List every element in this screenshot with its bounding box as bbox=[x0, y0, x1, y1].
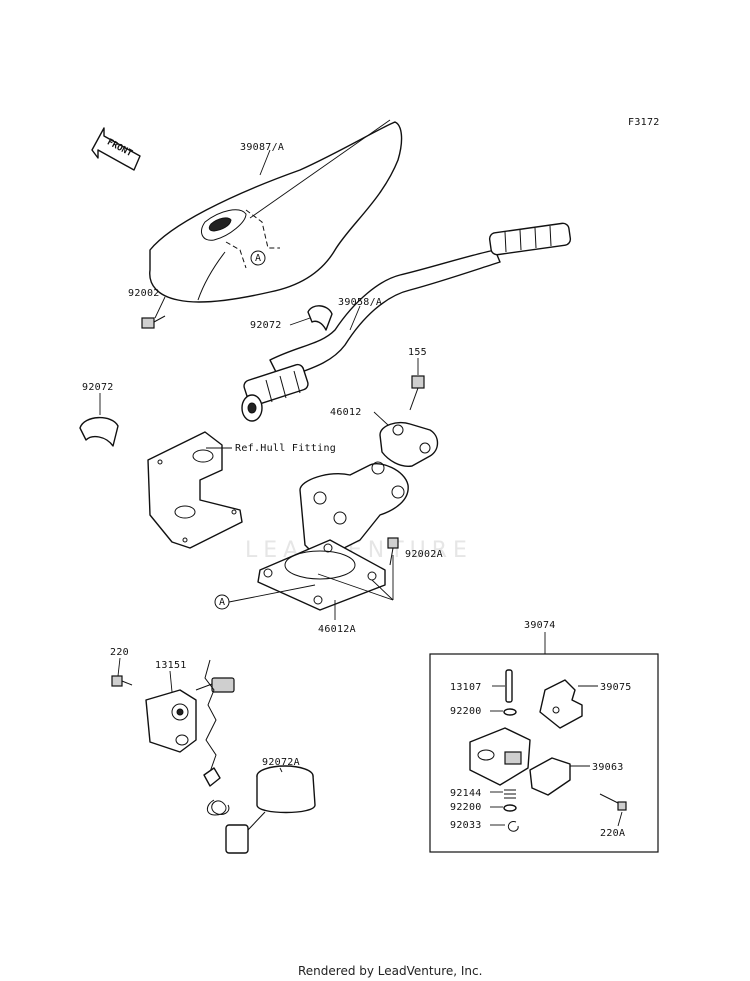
label-92033: 92033 bbox=[450, 820, 482, 831]
upper-clamp-46012 bbox=[379, 421, 439, 467]
spring-92144 bbox=[504, 789, 516, 799]
lanyard-cord bbox=[203, 659, 230, 816]
footer-credit: Rendered by LeadVenture, Inc. bbox=[298, 964, 482, 978]
label-92072-top: 92072 bbox=[250, 320, 282, 331]
steering-holder bbox=[257, 461, 409, 611]
label-155: 155 bbox=[408, 347, 427, 358]
bolt-92002 bbox=[141, 315, 166, 329]
label-39075: 39075 bbox=[600, 682, 632, 693]
label-39058a: 39058/A bbox=[338, 297, 382, 308]
handlebar bbox=[241, 222, 572, 422]
cover-39063 bbox=[529, 757, 571, 796]
label-92072a: 92072A bbox=[262, 757, 300, 768]
screw-220a bbox=[599, 793, 627, 811]
clamp-92072-top bbox=[307, 305, 333, 331]
clamp-92072a bbox=[225, 765, 316, 854]
label-220: 220 bbox=[110, 647, 129, 658]
label-ref-hull: Ref.Hull Fitting bbox=[235, 443, 336, 454]
label-92072-left: 92072 bbox=[82, 382, 114, 393]
label-46012a: 46012A bbox=[318, 624, 356, 635]
pin-13107 bbox=[505, 669, 513, 703]
bolt-220 bbox=[111, 675, 133, 687]
washer-92200-a bbox=[503, 708, 517, 716]
bolt-92002a bbox=[387, 537, 399, 566]
label-39063: 39063 bbox=[592, 762, 624, 773]
label-92200-b: 92200 bbox=[450, 802, 482, 813]
lever-39075 bbox=[539, 679, 583, 729]
clamp-92072-left bbox=[79, 416, 119, 447]
clip-92033 bbox=[507, 821, 519, 832]
label-92002a: 92002A bbox=[405, 549, 443, 560]
label-39074: 39074 bbox=[524, 620, 556, 631]
label-39087a: 39087/A bbox=[240, 142, 284, 153]
label-220a: 220A bbox=[600, 828, 625, 839]
ref-marker-cover: A bbox=[255, 253, 261, 264]
ref-marker-column: A bbox=[219, 597, 225, 608]
label-13151: 13151 bbox=[155, 660, 187, 671]
handlebar-cover: A bbox=[149, 119, 403, 303]
assembly-box-39074 bbox=[429, 653, 659, 853]
washer-92200-b bbox=[503, 804, 517, 812]
hull-bracket bbox=[147, 431, 243, 549]
label-13107: 13107 bbox=[450, 682, 482, 693]
label-92144: 92144 bbox=[450, 788, 482, 799]
label-46012: 46012 bbox=[330, 407, 362, 418]
label-92200-a: 92200 bbox=[450, 706, 482, 717]
switch-13151 bbox=[145, 677, 235, 753]
label-92002: 92002 bbox=[128, 288, 160, 299]
throttle-case bbox=[469, 727, 531, 786]
front-arrow-icon: FRONT bbox=[91, 127, 141, 171]
figure-id: F3172 bbox=[628, 117, 660, 128]
bolt-155 bbox=[409, 375, 425, 411]
